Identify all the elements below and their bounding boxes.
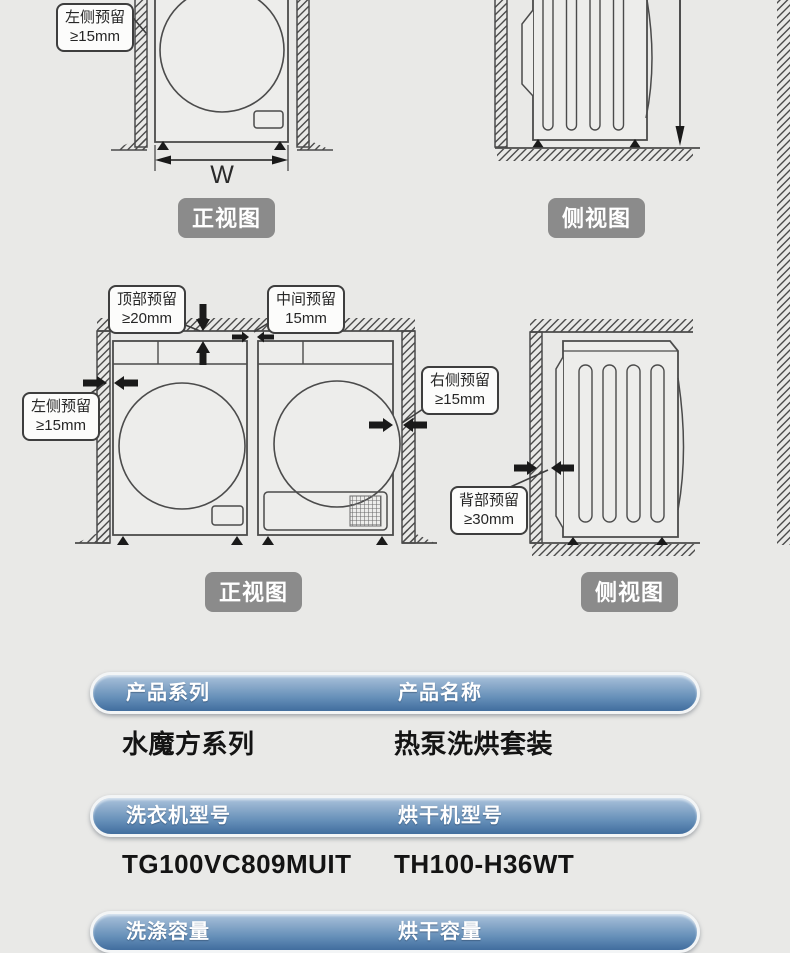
callout-line: ≥15mm <box>70 28 120 46</box>
spec-header-wash-capacity: 洗涤容量 <box>126 921 210 943</box>
floor-hatch-right <box>402 527 437 544</box>
callout-line: 背部预留 <box>459 492 520 509</box>
caption-side-view-top: 侧视图 <box>548 198 646 238</box>
floor-hatch-left <box>75 527 110 544</box>
top-side-view-drawing <box>494 0 700 161</box>
wall-hatch-left <box>494 0 508 148</box>
back-clearance-arrows <box>514 461 574 475</box>
width-dimension-label: W <box>210 161 234 189</box>
spec-header-dry-capacity: 烘干容量 <box>398 921 482 943</box>
machine-side-outline <box>521 0 653 148</box>
spec-header-row-model: 洗衣机型号 烘干机型号 <box>90 795 700 837</box>
wall-hatch-right-edge <box>777 0 790 545</box>
callout-back-clearance: 背部预留 ≥30mm <box>450 486 529 536</box>
top-front-view-drawing <box>111 0 333 171</box>
callout-right-clearance: 右侧预留 ≥15mm <box>421 366 500 416</box>
spec-value-washer-model: TG100VC809MUIT <box>122 849 352 879</box>
installation-diagram-canvas <box>75 0 790 556</box>
vent-grille <box>349 495 382 527</box>
callout-line: 15mm <box>285 310 327 328</box>
callout-line: ≥15mm <box>435 391 485 409</box>
machine-side-outline <box>555 340 685 545</box>
callout-top-clearance: 顶部预留 ≥20mm <box>108 285 187 335</box>
washer-front-outline <box>154 0 289 150</box>
spec-header-product-name: 产品名称 <box>398 682 482 704</box>
wall-hatch-left <box>96 330 111 544</box>
width-dimension <box>154 145 289 171</box>
wall-hatch-left <box>111 0 148 151</box>
mid-side-view-drawing <box>507 319 700 556</box>
spec-value-product-name: 热泵洗烘套装 <box>394 729 554 759</box>
wall-hatch-left <box>529 331 543 544</box>
caption-front-view-mid: 正视图 <box>205 572 303 612</box>
washer-front-outline <box>112 340 248 545</box>
callout-middle-clearance: 中间预留 15mm <box>267 285 346 335</box>
height-dimension <box>675 0 685 146</box>
callout-line: ≥15mm <box>36 417 86 435</box>
dryer-front-outline <box>257 340 401 545</box>
floor-hatch <box>530 542 700 556</box>
mid-front-view-drawing <box>75 304 437 545</box>
spec-header-row-series: 产品系列 产品名称 <box>90 672 700 714</box>
ceiling-hatch <box>530 319 693 333</box>
wall-hatch-right <box>401 330 416 544</box>
spec-header-product-series: 产品系列 <box>126 682 210 704</box>
callout-line: 左侧预留 <box>65 9 126 26</box>
caption-front-view-top: 正视图 <box>178 198 276 238</box>
spec-value-dryer-model: TH100-H36WT <box>394 849 575 879</box>
floor-hatch <box>495 147 700 161</box>
leader-line <box>507 469 549 489</box>
callout-line: 右侧预留 <box>430 372 491 389</box>
callout-line: ≥30mm <box>464 511 514 529</box>
spec-header-dryer-model: 烘干机型号 <box>398 805 503 827</box>
spec-header-row-capacity: 洗涤容量 烘干容量 <box>90 911 700 953</box>
wall-hatch-right <box>296 0 333 151</box>
callout-line: 中间预留 <box>276 291 337 308</box>
caption-side-view-mid: 侧视图 <box>581 572 679 612</box>
callout-line: 左侧预留 <box>31 398 92 415</box>
callout-line: ≥20mm <box>122 310 172 328</box>
spec-value-product-series: 水魔方系列 <box>122 729 255 759</box>
spec-header-washer-model: 洗衣机型号 <box>126 805 231 827</box>
callout-line: 顶部预留 <box>117 291 178 308</box>
callout-left-clearance: 左侧预留 ≥15mm <box>22 392 101 442</box>
leader-lines <box>87 319 427 424</box>
callout-left-clearance-top: 左侧预留 ≥15mm <box>56 3 135 53</box>
